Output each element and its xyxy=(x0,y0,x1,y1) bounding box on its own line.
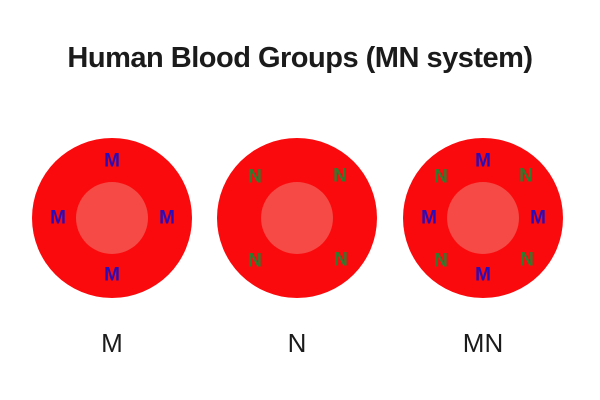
cell-inner-region xyxy=(447,182,519,254)
red-blood-cell-group-m: M M M M xyxy=(32,138,192,298)
antigen-m-label: M xyxy=(159,207,175,229)
cell-inner-region xyxy=(76,182,148,254)
antigen-m-label: M xyxy=(475,150,491,172)
diagram-title: Human Blood Groups (MN system) xyxy=(67,42,533,74)
antigen-n-label: N xyxy=(248,166,262,188)
blood-group-name-m: M xyxy=(101,328,123,358)
antigen-n-label: N xyxy=(434,250,448,272)
antigen-n-label: N xyxy=(333,165,347,187)
antigen-n-label: N xyxy=(248,250,262,272)
antigen-n-label: N xyxy=(520,249,534,271)
antigen-m-label: M xyxy=(50,207,66,229)
antigen-n-label: N xyxy=(334,249,348,271)
antigen-n-label: N xyxy=(434,166,448,188)
antigen-m-label: M xyxy=(104,150,120,172)
cell-inner-region xyxy=(261,182,333,254)
blood-group-name-n: N xyxy=(287,328,307,358)
antigen-m-label: M xyxy=(421,207,437,229)
antigen-n-label: N xyxy=(519,165,533,187)
antigen-m-label: M xyxy=(475,264,491,286)
red-blood-cell-group-n: N N N N xyxy=(217,138,377,298)
red-blood-cell-group-mn: M N N M M N N M xyxy=(403,138,563,298)
antigen-m-label: M xyxy=(104,264,120,286)
blood-group-name-mn: MN xyxy=(462,328,504,358)
antigen-m-label: M xyxy=(530,207,546,229)
